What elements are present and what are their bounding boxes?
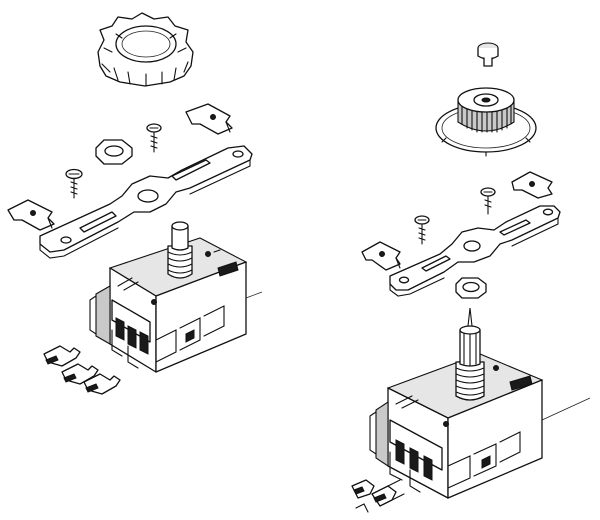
left-thermostat-body xyxy=(89,221,263,373)
right-bracket xyxy=(389,205,561,297)
right-terminals xyxy=(351,479,405,513)
right-nut xyxy=(455,277,487,299)
left-terminals xyxy=(43,345,121,395)
left-knob xyxy=(97,12,194,87)
right-clip-lower xyxy=(361,241,401,271)
right-knob-cap xyxy=(477,42,499,67)
right-screw-upper xyxy=(480,187,496,215)
right-clip-upper xyxy=(511,171,553,199)
left-assembly xyxy=(7,12,263,395)
left-screw-upper xyxy=(146,123,162,153)
left-clip-lower xyxy=(7,199,55,231)
left-clip-upper xyxy=(185,103,233,135)
right-assembly xyxy=(351,42,591,513)
right-screw-lower xyxy=(414,215,430,245)
right-dial-knob xyxy=(435,87,537,157)
left-bracket xyxy=(39,145,253,259)
left-screw-lower xyxy=(65,168,83,199)
right-thermostat-body xyxy=(369,307,591,499)
left-nut xyxy=(95,139,133,165)
